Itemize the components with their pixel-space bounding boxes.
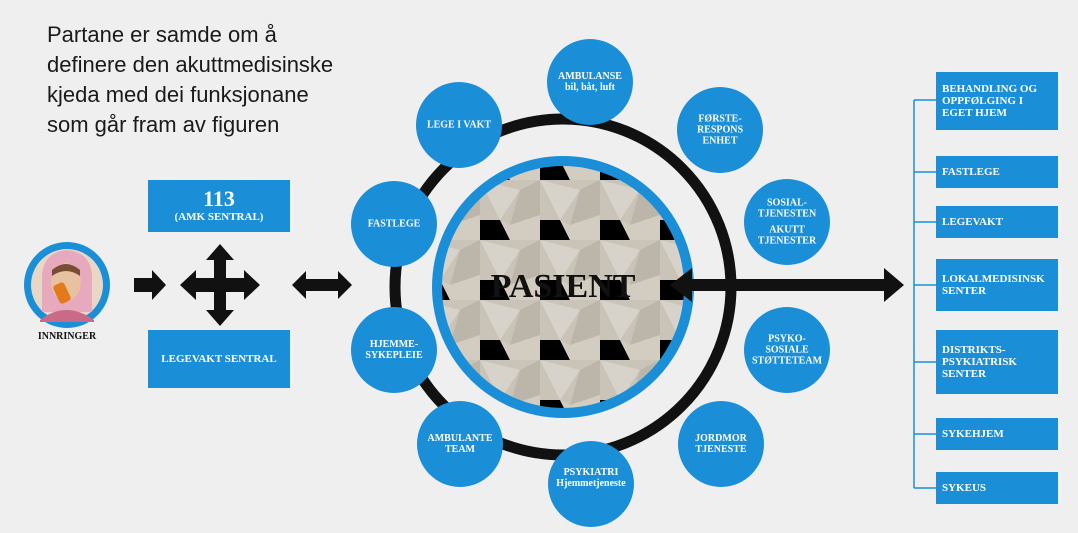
node-line: FØRSTE- <box>698 113 742 125</box>
node-line: AMBULANSE <box>558 71 622 82</box>
service-box-sykeus: SYKEUS <box>936 472 1058 504</box>
node-line: PSYKIATRI <box>563 467 619 478</box>
four-way-arrow-icon <box>180 244 260 326</box>
service-box-behandling: BEHANDLING OG OPPFØLGING I EGET HJEM <box>936 72 1058 130</box>
amk-label: (AMK SENTRAL) <box>174 211 264 223</box>
service-box-distriktspsykiatrisk: DISTRIKTS-PSYKIATRISK SENTER <box>936 330 1058 394</box>
pasient-label: PASIENT <box>490 268 636 305</box>
caller-avatar <box>24 242 110 328</box>
node-psykiatri-label: PSYKIATRI Hjemmetjeneste <box>551 467 631 489</box>
node-hjemmesykepleie-label: HJEMME- SYKEPLEIE <box>354 339 434 361</box>
pasient-to-services-arrow <box>670 268 904 302</box>
node-forsterespons <box>677 87 763 173</box>
arrow-right-icon <box>134 270 166 300</box>
intro-line: som går fram av figuren <box>47 112 280 137</box>
pasient-circle <box>432 156 694 418</box>
intro-line: Partane er samde om å <box>47 22 277 47</box>
node-line: FASTLEGE <box>367 218 421 230</box>
node-line: JORDMOR <box>695 433 747 444</box>
ring-node-circles <box>351 39 830 527</box>
service-box-lokalmedisinsk: LOKALMEDISINSK SENTER <box>936 259 1058 311</box>
node-line: TJENESTE <box>695 444 747 455</box>
intro-line: kjeda med dei funksjonane <box>47 82 309 107</box>
node-hjemmesykepleie <box>351 307 437 393</box>
node-fastlege-label: FASTLEGE <box>354 219 434 230</box>
intro-line: definere den akuttmedisinske <box>47 52 334 77</box>
node-line: TEAM <box>445 444 475 455</box>
node-line: PSYKO- <box>768 333 806 345</box>
service-box-sykehjem: SYKEHJEM <box>936 418 1058 450</box>
node-jordmor <box>678 401 764 487</box>
node-sub: Hjemmetjeneste <box>556 478 626 489</box>
node-jordmor-label: JORDMOR TJENESTE <box>681 433 761 455</box>
node-line: SOSIALE <box>765 344 809 356</box>
node-line: RESPONS <box>696 124 744 136</box>
node-line: ENHET <box>702 135 738 147</box>
node-ambulanse-label: AMBULANSE bil, båt, luft <box>550 71 630 93</box>
node-line: SYKEPLEIE <box>365 350 423 361</box>
node-line: HJEMME- <box>369 339 419 350</box>
node-lege-i-vakt-label: LEGE I VAKT <box>419 120 499 131</box>
node-sosialtjenesten-label: SOSIAL- TJENESTEN AKUTT TJENESTER <box>747 198 827 247</box>
node-line: SOSIAL- <box>766 197 807 209</box>
double-arrow-icon <box>292 271 352 299</box>
node-ambulanse <box>547 39 633 125</box>
node-ambulante-team-label: AMBULANTE TEAM <box>420 433 500 455</box>
node-line: TJENESTEN <box>757 208 817 220</box>
legevakt-sentral-box: LEGEVAKT SENTRAL <box>148 330 290 388</box>
node-forsterespons-label: FØRSTE- RESPONS ENHET <box>680 114 760 147</box>
service-box-legevakt: LEGEVAKT <box>936 206 1058 238</box>
node-fastlege <box>351 181 437 267</box>
caller-label: INNRINGER <box>37 331 97 342</box>
node-sub: bil, båt, luft <box>564 82 615 93</box>
node-psykososiale-label: PSYKO- SOSIALE STØTTETEAM <box>747 334 827 367</box>
node-line: LEGE I VAKT <box>426 119 492 131</box>
node-ambulante-team <box>417 401 503 487</box>
node-sosialtjenesten <box>744 179 830 265</box>
node-lege-i-vakt <box>416 82 502 168</box>
node-psykiatri <box>548 441 634 527</box>
node-line: AKUTT <box>769 224 805 236</box>
services-bracket <box>913 99 936 489</box>
node-psykososiale <box>744 307 830 393</box>
amk-central-box: 113 (AMK SENTRAL) <box>148 180 290 232</box>
service-box-fastlege: FASTLEGE <box>936 156 1058 188</box>
amk-number: 113 <box>203 186 235 211</box>
intro-text: Partane er samde om å definere den akutt… <box>47 20 387 140</box>
node-line: TJENESTER <box>757 235 817 247</box>
caller-on-phone-icon <box>40 250 94 322</box>
node-line: AMBULANTE <box>427 433 493 444</box>
node-line: STØTTETEAM <box>751 355 823 367</box>
